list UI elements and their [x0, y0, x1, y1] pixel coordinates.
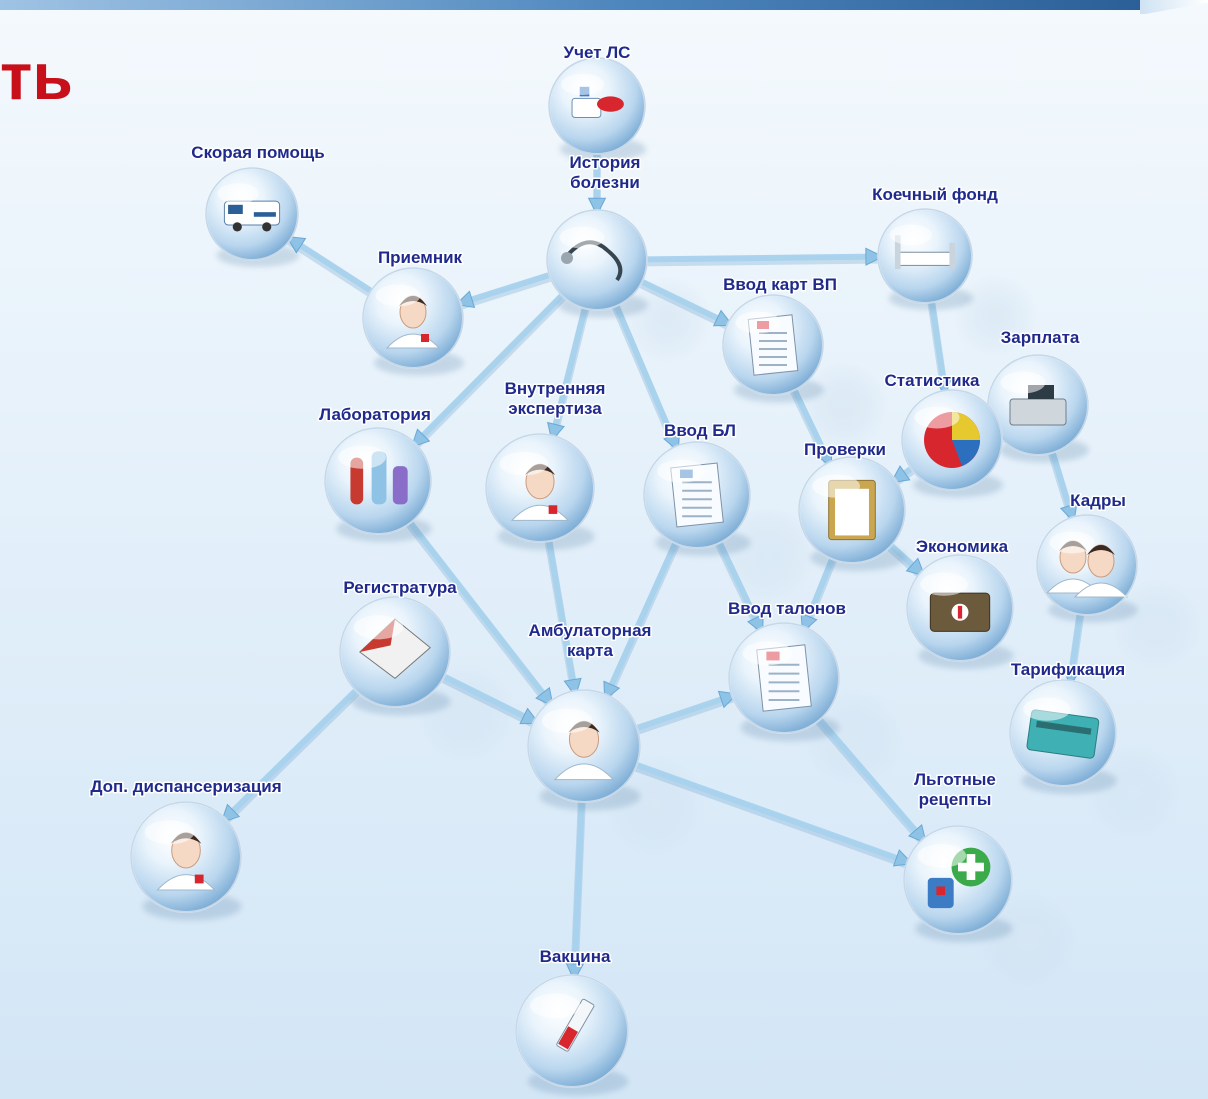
node-tarifikaciya: Тарификация — [1009, 659, 1127, 794]
node-label-vvod-talonov: Ввод талонов — [728, 599, 846, 618]
node-label-vvod-kart: Ввод карт ВП — [723, 275, 837, 294]
node-uchet-ls: Учет ЛС — [548, 42, 647, 162]
node-label-istoriya: болезни — [570, 173, 640, 192]
reflection-istoriya — [622, 275, 712, 365]
edge-priemnik-to-skoraya — [282, 233, 388, 307]
node-statistika: Статистика — [883, 370, 1003, 498]
node-label-proverki: Проверки — [804, 440, 886, 459]
node-label-zarplata: Зарплата — [1001, 328, 1080, 347]
node-kadry: Кадры — [1036, 490, 1138, 623]
node-vvod-bl: Ввод БЛ — [643, 420, 751, 556]
reflection-lgotnye — [979, 891, 1077, 989]
arrowhead-icon — [1063, 667, 1082, 687]
node-label-ambulatornaya: карта — [567, 641, 613, 660]
node-label-ambulatornaya: Амбулаторная — [529, 621, 652, 640]
node-label-istoriya: История — [570, 153, 641, 172]
reflection-kadry — [1112, 580, 1202, 670]
edge-vvod-bl-to-ambulatornaya — [600, 525, 686, 708]
arrowhead-icon — [565, 962, 585, 982]
edge-ambulatornaya-to-vvod-talonov — [617, 690, 742, 741]
node-registratura: Регистратура — [339, 577, 459, 716]
node-vvod-kart: Ввод карт ВП — [722, 274, 838, 403]
reflection-vvod-kart — [798, 360, 888, 450]
node-label-registratura: Регистратура — [343, 578, 457, 597]
arrowhead-icon — [933, 377, 953, 397]
reflection-koechny — [952, 273, 1038, 359]
node-dop-disp: Доп. диспансеризация — [89, 776, 283, 921]
node-label-koechny: Коечный фонд — [872, 185, 998, 204]
node-label-vnutrennyaya: экспертиза — [508, 399, 602, 418]
node-skoraya: Скорая помощь — [190, 142, 326, 267]
node-label-ekonomika: Экономика — [916, 537, 1009, 556]
ambulance-icon — [223, 200, 281, 232]
node-label-uchet-ls: Учет ЛС — [564, 43, 631, 62]
node-label-vakcina: Вакцина — [540, 947, 611, 966]
hospital-bed-icon — [894, 235, 956, 270]
node-label-priemnik: Приемник — [378, 248, 463, 267]
node-label-dop-disp: Доп. диспансеризация — [90, 777, 281, 796]
reflection-tarifikaciya — [1085, 745, 1181, 841]
node-label-vvod-bl: Ввод БЛ — [664, 421, 736, 440]
edge-ambulatornaya-to-vakcina — [565, 782, 587, 988]
node-label-vnutrennyaya: Внутренняя — [505, 379, 606, 398]
edge-registratura-to-dop-disp — [217, 675, 372, 830]
arrowhead-icon — [285, 235, 307, 254]
node-label-tarifikaciya: Тарификация — [1011, 660, 1125, 679]
slide-title-fragment: ть — [0, 39, 73, 113]
edge-istoriya-to-vnutrennyaya — [547, 290, 593, 448]
cash-register-icon — [1009, 385, 1067, 426]
node-label-statistika: Статистика — [884, 371, 980, 390]
node-proverki: Проверки — [798, 439, 906, 571]
edge-istoriya-to-koechny — [627, 247, 887, 267]
node-label-skoraya: Скорая помощь — [191, 143, 324, 162]
edge-istoriya-to-priemnik — [451, 267, 568, 312]
syringe-icon — [556, 998, 595, 1052]
node-priemnik: Приемник — [362, 247, 464, 376]
briefcase-icon — [929, 592, 991, 632]
node-zarplata: Зарплата — [987, 327, 1089, 463]
node-ekonomika: Экономика — [906, 536, 1014, 669]
node-label-lgotnye: Льготные — [914, 770, 996, 789]
node-label-laboratoriya: Лаборатория — [319, 405, 431, 424]
reflection-vvod-talonov — [804, 688, 904, 788]
node-label-kadry: Кадры — [1070, 491, 1126, 510]
node-vvod-talonov: Ввод талонов — [726, 598, 848, 742]
arrowhead-icon — [587, 197, 607, 217]
arrowhead-icon — [865, 247, 884, 266]
reflection-registratura — [415, 662, 515, 762]
node-koechny: Коечный фонд — [871, 184, 1000, 311]
edge-vnutrennyaya-to-ambulatornaya — [542, 522, 582, 704]
slide-top-bar — [0, 0, 1140, 10]
pharmacy-cross-icon — [927, 847, 991, 909]
node-label-lgotnye: рецепты — [919, 790, 992, 809]
node-laboratoriya: Лаборатория — [318, 404, 432, 542]
node-vakcina: Вакцина — [515, 946, 629, 1096]
reflection-vvod-bl — [719, 507, 815, 603]
edge-registratura-to-ambulatornaya — [425, 666, 543, 731]
